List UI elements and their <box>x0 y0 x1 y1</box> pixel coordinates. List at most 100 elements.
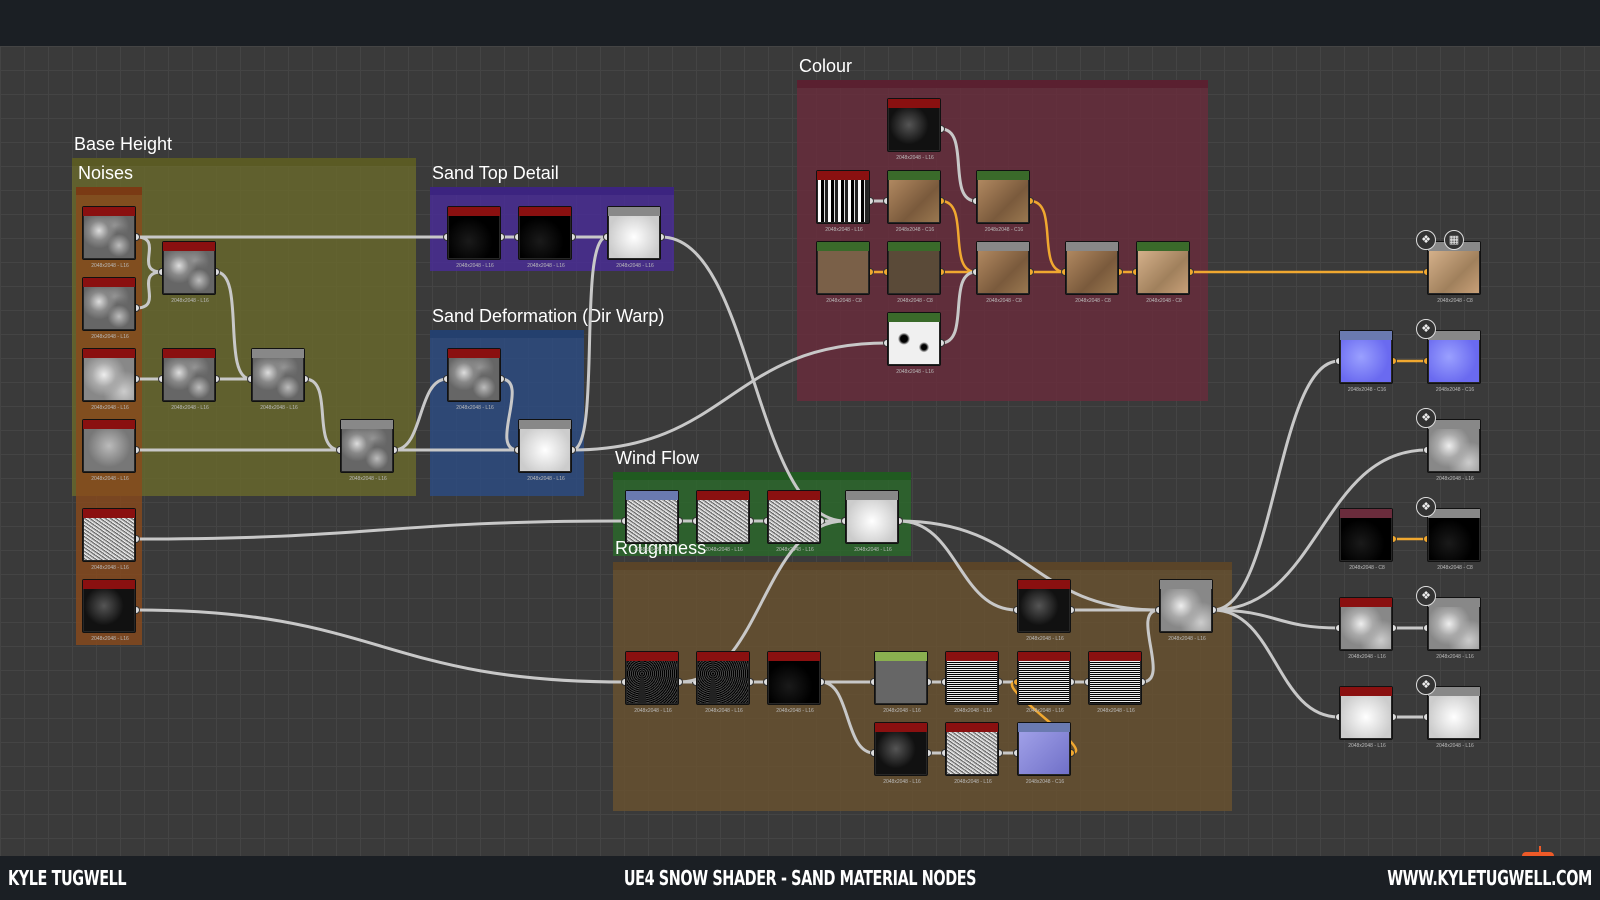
node-header <box>946 652 998 661</box>
output-cube-icon[interactable]: ❖ <box>1416 319 1436 339</box>
node-n51[interactable]: 2048x2048 - L16 <box>1427 686 1481 749</box>
node-n15[interactable]: 2048x2048 - L16 <box>518 419 572 482</box>
node-thumbnail <box>342 429 392 471</box>
frame-header[interactable] <box>430 187 674 195</box>
node-n22[interactable]: 2048x2048 - C8 <box>976 241 1030 304</box>
node-n3[interactable]: 2048x2048 - L16 <box>82 348 136 411</box>
node-n17[interactable]: 2048x2048 - L16 <box>816 170 870 233</box>
node-n27[interactable]: 2048x2048 - L16 <box>625 490 679 553</box>
wire[interactable] <box>1212 608 1340 719</box>
node-n35[interactable]: 2048x2048 - L16 <box>767 651 821 714</box>
node-n8[interactable]: 2048x2048 - L16 <box>162 348 216 411</box>
node-n10[interactable]: 2048x2048 - L16 <box>340 419 394 482</box>
node-n39[interactable]: 2048x2048 - L16 <box>1088 651 1142 714</box>
wire[interactable] <box>1212 359 1340 612</box>
wire[interactable] <box>898 519 1160 612</box>
frame-header[interactable] <box>72 158 416 166</box>
node-thumbnail <box>876 661 926 703</box>
output-cube-icon[interactable]: ▦ <box>1444 230 1464 250</box>
node-n7[interactable]: 2048x2048 - L16 <box>162 241 216 304</box>
wire[interactable] <box>135 519 626 541</box>
wire[interactable] <box>393 377 448 452</box>
node-n5[interactable]: 2048x2048 - L16 <box>82 508 136 571</box>
frame-header[interactable] <box>430 330 584 338</box>
output-cube-icon[interactable]: ❖ <box>1416 408 1436 428</box>
node-n50[interactable]: 2048x2048 - L16 <box>1339 686 1393 749</box>
frame-header[interactable] <box>76 187 142 195</box>
output-cube-icon[interactable]: ❖ <box>1416 230 1436 250</box>
node-thumbnail <box>1429 429 1479 471</box>
wire[interactable] <box>571 235 608 452</box>
node-n20[interactable]: 2048x2048 - C8 <box>816 241 870 304</box>
node-n11[interactable]: 2048x2048 - L16 <box>447 206 501 269</box>
node-n45[interactable]: 2048x2048 - L16 <box>1427 419 1481 482</box>
node-n16[interactable]: 2048x2048 - L16 <box>887 98 941 161</box>
node-n25[interactable]: 2048x2048 - L16 <box>887 312 941 375</box>
frame-colour[interactable] <box>797 80 1208 401</box>
node-resolution-label: 2048x2048 - C8 <box>1146 298 1182 304</box>
node-n42[interactable]: 2048x2048 - C16 <box>1017 722 1071 785</box>
node-header <box>875 652 927 661</box>
wire[interactable] <box>571 341 888 452</box>
node-n38[interactable]: 2048x2048 - L16 <box>1017 651 1071 714</box>
node-n49[interactable]: 2048x2048 - L16 <box>1427 597 1481 660</box>
output-cube-icon[interactable]: ❖ <box>1416 675 1436 695</box>
node-n26[interactable]: 2048x2048 - C8 <box>1427 241 1481 304</box>
wire[interactable] <box>820 680 875 755</box>
wire[interactable] <box>135 270 163 310</box>
node-n40[interactable]: 2048x2048 - L16 <box>874 722 928 785</box>
node-n18[interactable]: 2048x2048 - C16 <box>887 170 941 233</box>
node-n44[interactable]: 2048x2048 - C16 <box>1427 330 1481 393</box>
wire[interactable] <box>1029 199 1066 274</box>
wire[interactable] <box>304 377 341 452</box>
frame-noises[interactable] <box>76 187 142 645</box>
node-n41[interactable]: 2048x2048 - L16 <box>945 722 999 785</box>
wire[interactable] <box>1212 608 1340 630</box>
node-n46[interactable]: 2048x2048 - C8 <box>1339 508 1393 571</box>
node-n29[interactable]: 2048x2048 - L16 <box>767 490 821 553</box>
wire[interactable] <box>135 608 626 684</box>
wire[interactable] <box>1141 608 1160 684</box>
node-n21[interactable]: 2048x2048 - C8 <box>887 241 941 304</box>
node-n33[interactable]: 2048x2048 - L16 <box>625 651 679 714</box>
frame-header[interactable] <box>797 80 1208 88</box>
wire[interactable] <box>898 519 1018 612</box>
node-header <box>697 652 749 661</box>
wire[interactable] <box>500 377 519 452</box>
node-n37[interactable]: 2048x2048 - L16 <box>945 651 999 714</box>
node-n4[interactable]: 2048x2048 - L16 <box>82 419 136 482</box>
node-n24[interactable]: 2048x2048 - C8 <box>1136 241 1190 304</box>
frame-header[interactable] <box>613 562 1232 570</box>
wire[interactable] <box>1212 448 1428 612</box>
wire[interactable] <box>1010 680 1078 755</box>
node-n13[interactable]: 2048x2048 - L16 <box>607 206 661 269</box>
frame-header[interactable] <box>613 472 911 480</box>
node-n19[interactable]: 2048x2048 - C16 <box>976 170 1030 233</box>
website-link[interactable]: WWW.KYLETUGWELL.COM <box>1387 866 1592 890</box>
wire[interactable] <box>940 270 977 345</box>
node-n1[interactable]: 2048x2048 - L16 <box>82 206 136 269</box>
node-n32[interactable]: 2048x2048 - L16 <box>1159 579 1213 642</box>
node-n30[interactable]: 2048x2048 - L16 <box>845 490 899 553</box>
node-n36[interactable]: 2048x2048 - L16 <box>874 651 928 714</box>
node-n14[interactable]: 2048x2048 - L16 <box>447 348 501 411</box>
output-cube-icon[interactable]: ❖ <box>1416 586 1436 606</box>
node-n9[interactable]: 2048x2048 - L16 <box>251 348 305 411</box>
node-n47[interactable]: 2048x2048 - C8 <box>1427 508 1481 571</box>
node-n43[interactable]: 2048x2048 - C16 <box>1339 330 1393 393</box>
node-n23[interactable]: 2048x2048 - C8 <box>1065 241 1119 304</box>
node-n31[interactable]: 2048x2048 - L16 <box>1017 579 1071 642</box>
wire[interactable] <box>940 199 977 274</box>
wire[interactable] <box>215 270 252 381</box>
node-n12[interactable]: 2048x2048 - L16 <box>518 206 572 269</box>
node-resolution-label: 2048x2048 - C8 <box>1349 565 1385 571</box>
output-cube-icon[interactable]: ❖ <box>1416 497 1436 517</box>
node-n6[interactable]: 2048x2048 - L16 <box>82 579 136 642</box>
node-n34[interactable]: 2048x2048 - L16 <box>696 651 750 714</box>
node-n2[interactable]: 2048x2048 - L16 <box>82 277 136 340</box>
node-n28[interactable]: 2048x2048 - L16 <box>696 490 750 553</box>
wire[interactable] <box>940 127 977 203</box>
node-n48[interactable]: 2048x2048 - L16 <box>1339 597 1393 660</box>
node-header <box>83 420 135 429</box>
